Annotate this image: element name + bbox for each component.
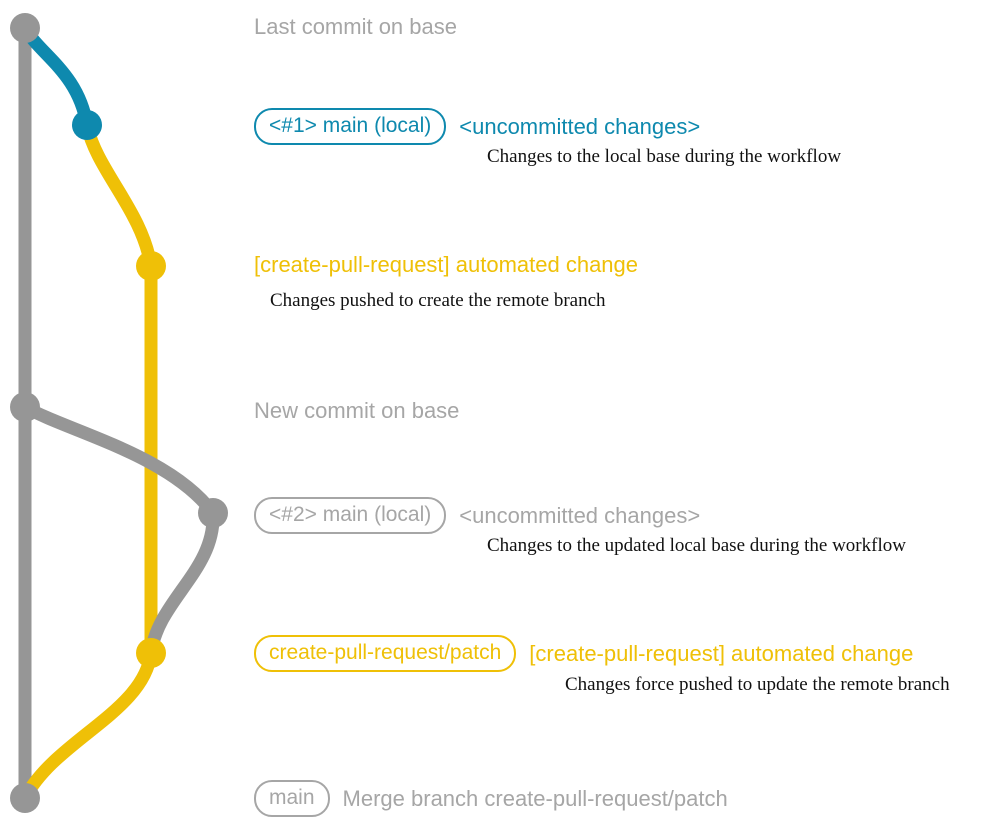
commit-node-base-top[interactable] [10,13,40,43]
branch-ref-pill[interactable]: <#1> main (local) [254,108,447,145]
commit-node-base-new[interactable] [10,392,40,422]
branch-ref-pill[interactable]: create-pull-request/patch [254,635,517,672]
graph-row-commit-automated-change-2: create-pull-request/patch [create-pull-r… [254,635,913,672]
edge-base-to-right [18,400,220,520]
commit-note: Changes to the local base during the wor… [487,146,842,167]
commit-note: Changes pushed to create the remote bran… [270,290,606,311]
commit-node-yellow-force[interactable] [136,638,166,668]
commit-node-merge[interactable] [10,783,40,813]
edge-blue-to-yellow [80,118,158,273]
commit-subject: Merge branch create-pull-request/patch [342,785,728,811]
graph-row-last-commit-on-base: Last commit on base [254,14,457,40]
commit-subject: New commit on base [254,398,460,423]
graph-nodes [10,13,228,813]
commit-node-gray-local[interactable] [198,498,228,528]
branch-ref-pill[interactable]: <#2> main (local) [254,497,447,534]
graph-row-commit-automated-change-1: [create-pull-request] automated change [254,252,638,278]
edge-right-to-yellow [144,506,220,660]
commit-note: Changes to the updated local base during… [487,535,906,556]
graph-row-commit-merge-main: main Merge branch create-pull-request/pa… [254,780,728,817]
graph-row-commit-2-local: <#2> main (local) <uncommitted changes> [254,497,700,534]
commit-node-blue-local[interactable] [72,110,102,140]
edge-yellow-to-base [18,646,158,805]
commit-subject: [create-pull-request] automated change [529,640,914,666]
commit-subject: [create-pull-request] automated change [254,252,639,277]
commit-subject: <uncommitted changes> [459,502,701,528]
commit-note: Changes force pushed to update the remot… [565,674,950,695]
commit-node-yellow-push[interactable] [136,251,166,281]
graph-row-new-commit-on-base: New commit on base [254,398,459,424]
graph-row-commit-1-local: <#1> main (local) <uncommitted changes> [254,108,700,145]
branch-ref-pill[interactable]: main [254,780,330,817]
commit-subject: <uncommitted changes> [459,113,701,139]
commit-subject: Last commit on base [254,14,457,39]
